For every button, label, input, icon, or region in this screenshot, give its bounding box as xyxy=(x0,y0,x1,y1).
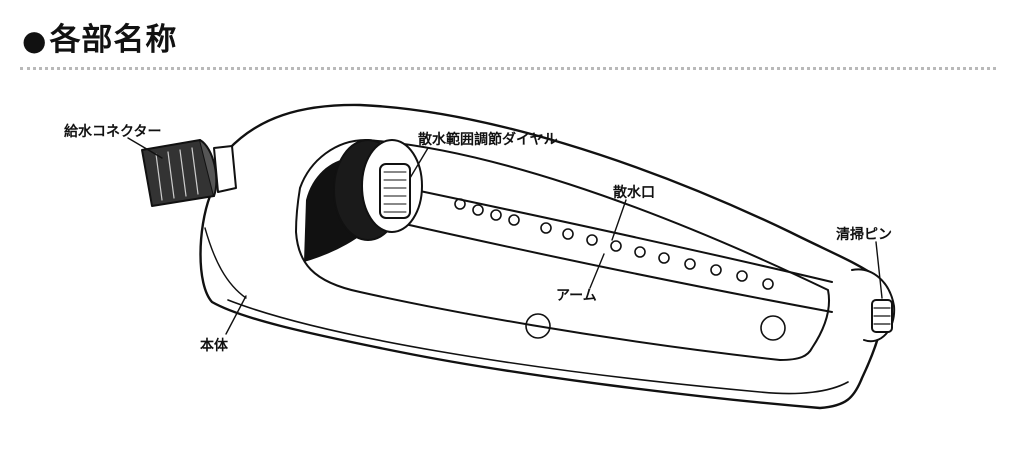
label-cleaning-pin: 清掃ピン xyxy=(836,227,892,243)
connector-grip xyxy=(155,147,199,201)
leader-dial xyxy=(409,147,429,179)
body-cavity xyxy=(295,139,830,361)
body-rim-line xyxy=(227,299,849,395)
nozzle-holes xyxy=(454,198,774,290)
arm-lower-edge xyxy=(395,221,833,313)
page-title-text: 各部名称 xyxy=(49,22,178,58)
bullet-icon: ● xyxy=(22,24,48,57)
leader-nozzle xyxy=(611,199,627,241)
leader-lines xyxy=(127,137,883,335)
dial-knob-grip xyxy=(383,171,407,213)
leader-arm xyxy=(589,253,605,289)
leader-connector xyxy=(127,137,163,159)
arm-upper-edge xyxy=(395,185,833,283)
page-title: ●各部名称 xyxy=(22,14,177,59)
label-connector: 給水コネクター xyxy=(64,124,162,140)
connector-rim xyxy=(199,139,218,197)
leader-pin xyxy=(875,241,883,299)
foot-right xyxy=(760,315,786,341)
body-side-line xyxy=(204,227,247,299)
label-dial: 散水範囲調節ダイヤル xyxy=(418,132,558,148)
connector-thread xyxy=(213,145,237,193)
title-divider xyxy=(20,67,996,70)
label-arm: アーム xyxy=(556,288,597,304)
label-nozzle: 散水口 xyxy=(613,185,655,201)
foot-left xyxy=(525,313,551,339)
leader-body xyxy=(225,295,247,335)
label-body: 本体 xyxy=(200,338,228,354)
